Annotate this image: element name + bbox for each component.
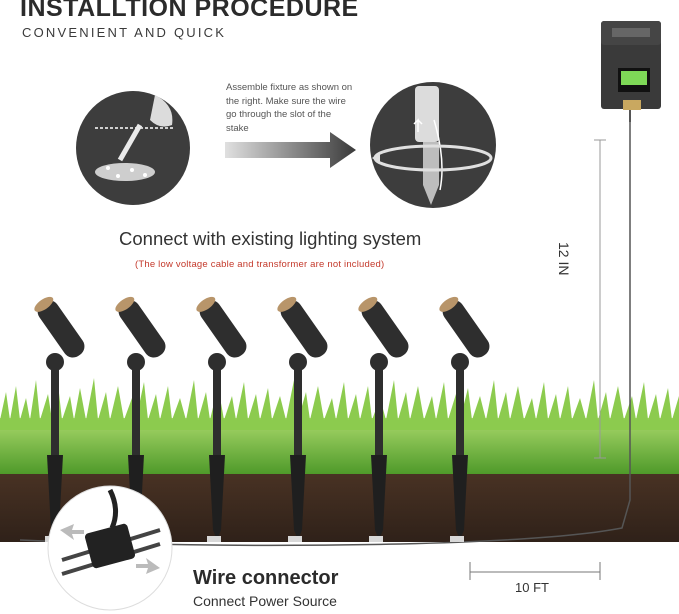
spacing-dimension-line xyxy=(469,562,601,580)
spotlight-fixture xyxy=(358,296,409,542)
transformer-icon xyxy=(601,21,661,122)
spotlight-fixture xyxy=(196,296,247,542)
not-included-note: (The low voltage cable and transformer a… xyxy=(135,259,385,270)
page-subtitle: CONVENIENT AND QUICK xyxy=(22,25,227,40)
height-dimension-line xyxy=(594,139,606,459)
page-title: INSTALLTION PROCEDURE xyxy=(20,0,359,22)
assembly-instruction: Assemble fixture as shown on the right. … xyxy=(226,82,353,134)
wire-connector-icon xyxy=(47,485,173,611)
wire-connector-subtitle: Connect Power Source xyxy=(193,593,337,609)
spotlight-fixture xyxy=(277,296,328,542)
arrow-right-icon xyxy=(225,132,356,168)
wire-connector-title: Wire connector xyxy=(193,567,339,589)
height-label: 12 IN xyxy=(556,242,572,276)
connect-heading: Connect with existing lighting system xyxy=(119,228,422,249)
spotlight-fixture xyxy=(439,296,490,542)
spacing-label: 10 FT xyxy=(515,580,549,595)
hand-icon xyxy=(150,95,173,127)
hand-install-illustration xyxy=(76,91,190,205)
stake-assembly-illustration xyxy=(370,82,496,208)
stake-assembly-icon xyxy=(415,86,439,142)
grass-layer xyxy=(0,378,679,474)
rotate-icon xyxy=(372,144,493,172)
